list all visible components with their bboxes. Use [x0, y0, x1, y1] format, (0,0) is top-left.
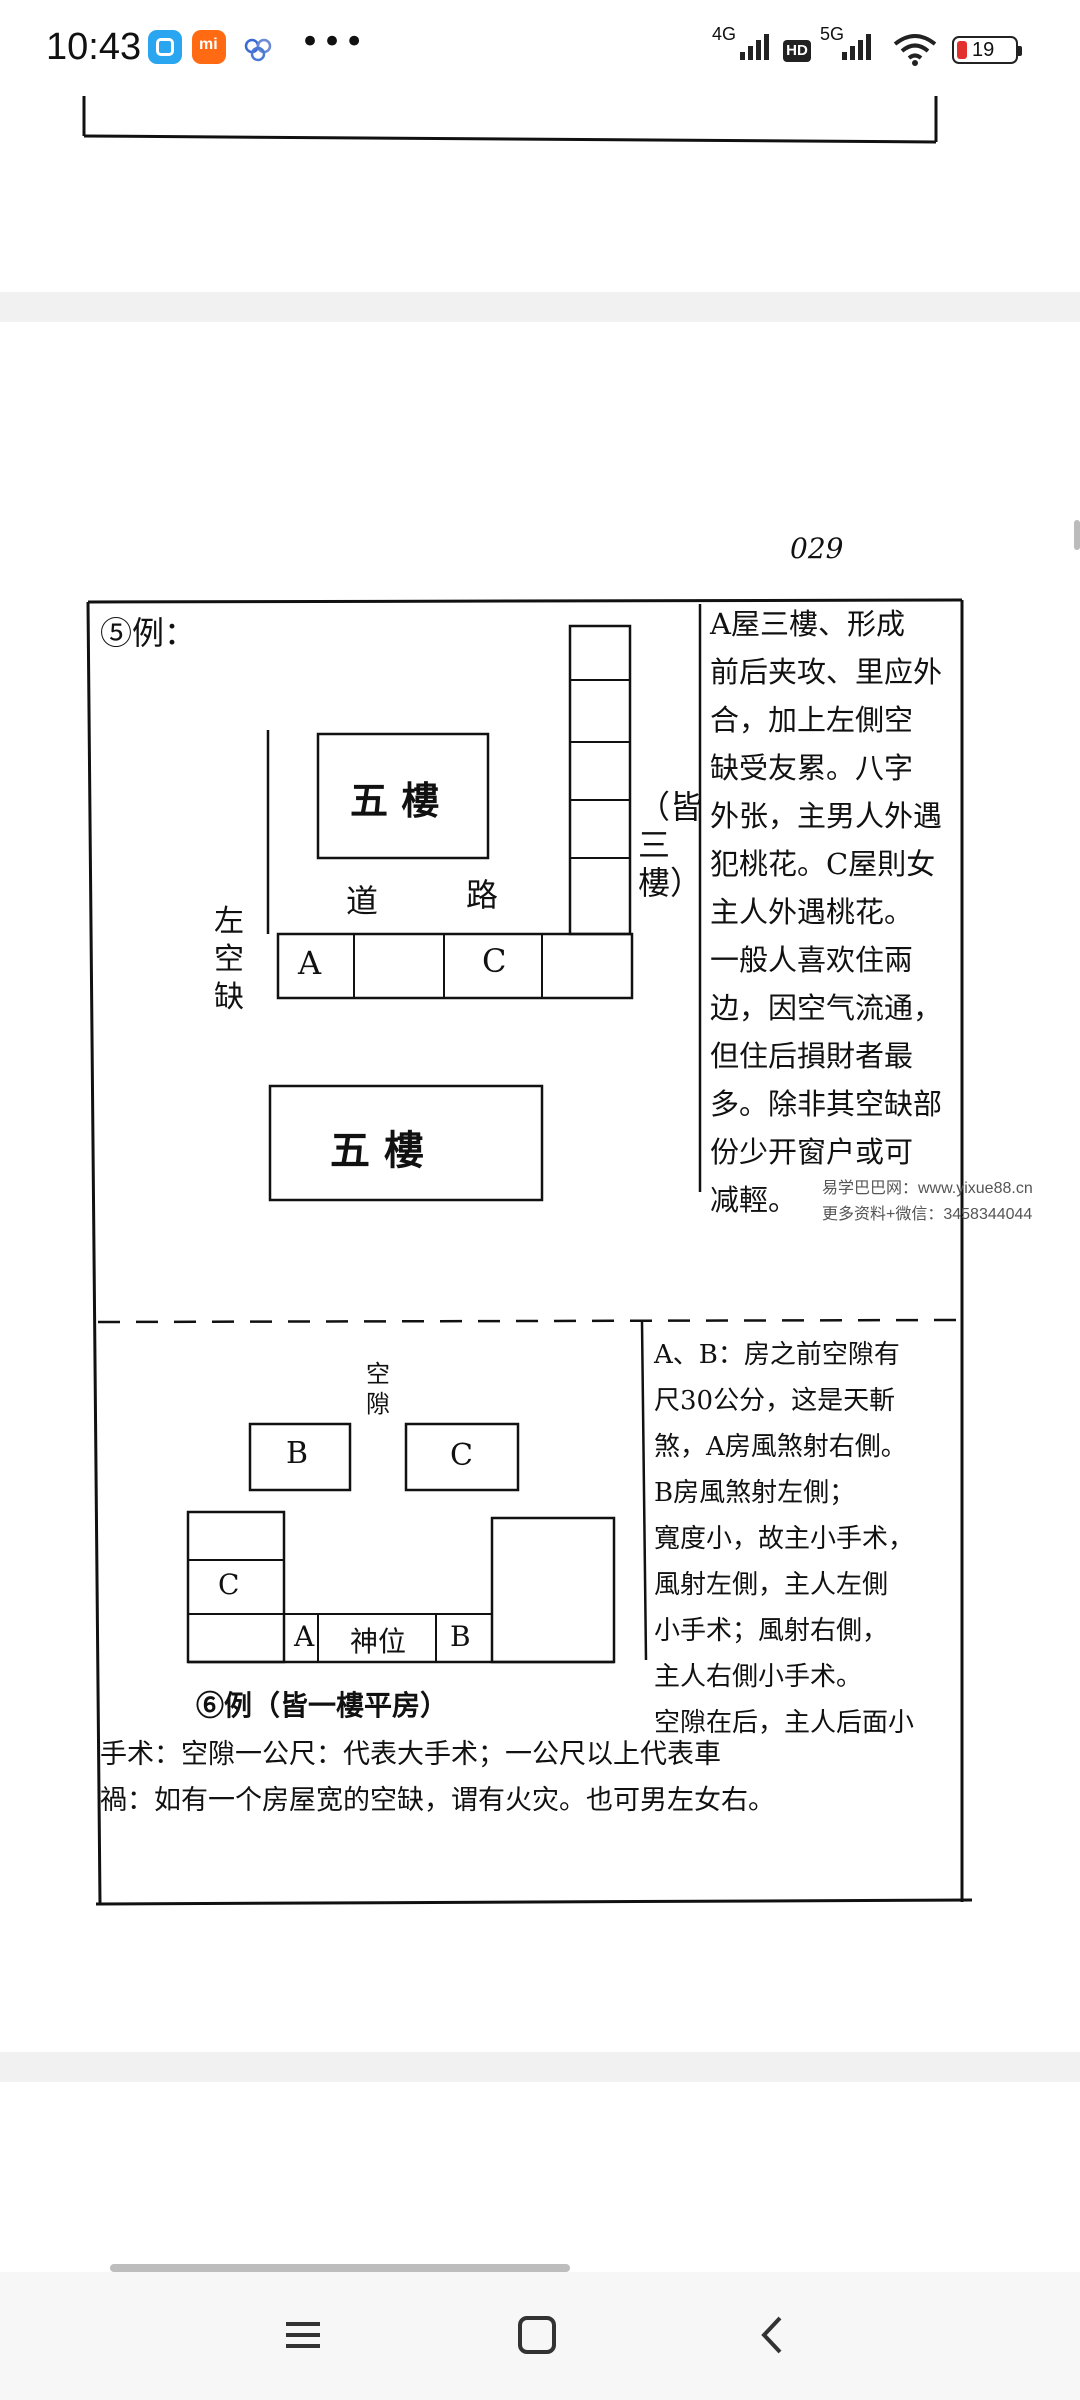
- horizontal-scrollbar[interactable]: [110, 2264, 570, 2272]
- example6-bottom-line: 禍：如有一个房屋宽的空缺，谓有火灾。也可男左女右。: [100, 1785, 775, 1816]
- example5-line: A屋三樓、形成: [710, 607, 905, 641]
- example5-left-gap-1: 左: [214, 904, 244, 939]
- example5-road-left: 道: [346, 882, 379, 920]
- example5-building-top: 五 樓: [350, 778, 440, 823]
- example5-line: 边，因空气流通，: [710, 991, 943, 1025]
- wifi-icon: [892, 32, 938, 66]
- app-notification-icon: [148, 30, 182, 64]
- example6-shrine: 神位: [350, 1625, 407, 1658]
- example6-line: 風射左側，主人左側: [654, 1570, 889, 1600]
- example5-line: 外张，主男人外遇: [710, 799, 943, 833]
- battery-level: 19: [972, 39, 995, 61]
- watermark-line-1: 易学巴巴网：www.yixue88.cn: [822, 1180, 1033, 1197]
- example6-line: 尺30公分，这是天斬: [654, 1386, 896, 1416]
- example6-box-c: C: [450, 1438, 473, 1473]
- example5-cell-a: A: [298, 944, 322, 982]
- menu-icon: [286, 2322, 320, 2348]
- example6-line: 寬度小，故主小手术，: [654, 1524, 915, 1554]
- home-icon: [518, 2316, 556, 2354]
- network-5g-label: 5G: [820, 24, 845, 44]
- status-time: 10:43: [46, 26, 142, 68]
- menu-button[interactable]: [268, 2300, 338, 2370]
- example6-line: 小手术；風射右側，: [654, 1616, 889, 1646]
- example6-line: 空隙在后，主人后面小: [654, 1708, 915, 1738]
- page-drawing: [86, 598, 973, 1906]
- example6-box-b: B: [286, 1436, 309, 1471]
- page-number: 029: [790, 532, 844, 565]
- cloud-icon: [240, 30, 276, 64]
- example5-road-right: 路: [466, 876, 499, 914]
- example5-line: 犯桃花。C屋則女: [710, 847, 936, 881]
- example5-building-bottom: 五 樓: [330, 1127, 424, 1174]
- example6-caption: ⑥例（皆一樓平房）: [196, 1689, 449, 1722]
- example5-label: ⑤例：: [100, 614, 197, 652]
- example6-left-c: C: [218, 1568, 240, 1601]
- example5-line: 但住后損財者最: [710, 1039, 914, 1073]
- home-button[interactable]: [502, 2300, 572, 2370]
- back-icon: [761, 2316, 782, 2354]
- scan-page-previous: [0, 96, 1080, 292]
- example6-line: 主人右側小手术。: [654, 1662, 863, 1692]
- example5-side-note: （皆三樓）: [638, 788, 703, 902]
- example6-bottom-text: 手术：空隙一公尺：代表大手术；一公尺以上代表車 禍：如有一个房屋宽的空缺，谓有火…: [100, 1732, 960, 1824]
- example5-line: 减輕。: [710, 1183, 798, 1217]
- example6-gap-label-1: 空: [366, 1360, 390, 1388]
- example5-left-gap-3: 缺: [214, 980, 244, 1015]
- example5-line: 份少开窗户或可: [710, 1135, 914, 1169]
- more-notifications-icon: •••: [300, 22, 367, 62]
- status-bar: 10:43 mi ••• 4G HD 5G 19: [0, 0, 1080, 96]
- hd-badge: HD: [783, 40, 811, 62]
- navigation-bar: [0, 2272, 1080, 2400]
- example6-line: B房風煞射左側；: [654, 1478, 856, 1508]
- example6-line: A、B：房之前空隙有: [654, 1340, 900, 1370]
- side-scroll-handle[interactable]: [1074, 520, 1080, 550]
- example6-text: A、B：房之前空隙有 尺30公分，这是天斬 煞，A房風煞射右側。 B房風煞射左側…: [654, 1332, 960, 1746]
- example6-cell-b: B: [450, 1620, 471, 1653]
- example5-left-gap-2: 空: [214, 942, 244, 977]
- example6-cell-a: A: [294, 1620, 315, 1653]
- example5-cell-c: C: [482, 942, 507, 980]
- example5-line: 缺受友累。八字: [710, 751, 914, 785]
- watermark-line-2: 更多资料+微信：3458344044: [822, 1206, 1033, 1223]
- example5-line: 前后夹攻、里应外: [710, 655, 943, 689]
- example6-gap-label-2: 隙: [366, 1390, 390, 1418]
- battery-icon: 19: [952, 36, 1022, 64]
- example5-line: 主人外遇桃花。: [710, 895, 914, 929]
- example6-bottom-line: 手术：空隙一公尺：代表大手术；一公尺以上代表車: [100, 1739, 721, 1770]
- example5-line: 合，加上左側空: [710, 703, 914, 737]
- xiaomi-app-icon: mi: [192, 30, 226, 64]
- example5-text: A屋三樓、形成 前后夹攻、里应外 合，加上左側空 缺受友累。八字 外张，主男人外…: [710, 600, 958, 1224]
- example6-line: 煞，A房風煞射右側。: [654, 1432, 907, 1462]
- signal-icon-2: [820, 28, 882, 66]
- previous-page-frame: [82, 96, 938, 144]
- example5-line: 一般人喜欢住兩: [710, 943, 914, 977]
- signal-icon: [712, 28, 774, 66]
- network-4g-label: 4G: [712, 24, 737, 44]
- example5-line: 多。除非其空缺部: [710, 1087, 943, 1121]
- back-button[interactable]: [738, 2300, 808, 2370]
- scan-page-next: [0, 2082, 1080, 2272]
- scan-page: 029 ⑤例：: [0, 322, 1080, 2052]
